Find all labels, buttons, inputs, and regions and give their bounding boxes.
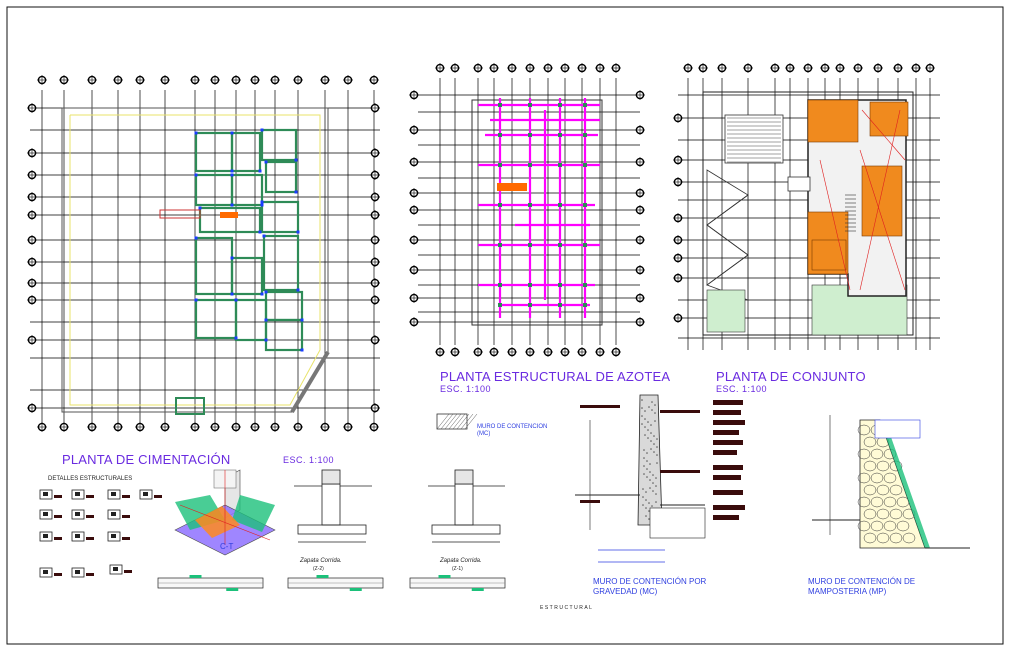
zapata-z1-code: (Z-1) xyxy=(452,566,463,572)
foundation-plan-scale: ESC. 1:100 xyxy=(283,455,335,465)
sheet-border xyxy=(6,6,1004,645)
zapata-z2-code: (Z-2) xyxy=(313,566,324,572)
site-plan-title: PLANTA DE CONJUNTO xyxy=(716,369,866,384)
foundation-plan-drawing xyxy=(27,75,380,432)
zapata-z1-section xyxy=(428,469,505,543)
sheet-footer-label: ESTRUCTURAL xyxy=(540,605,594,611)
roof-plan-scale: ESC. 1:100 xyxy=(440,384,492,394)
masonry-wall-title: MURO DE CONTENCIÓN DE MAMPOSTERIA (MP) xyxy=(808,577,916,596)
gravity-wall-notes xyxy=(580,400,745,520)
zapata-z1-name: Zapata Corrida. xyxy=(440,558,482,564)
details-header: DETALLES ESTRUCTURALES xyxy=(48,476,133,482)
zapata-z2-name: Zapata Corrida. xyxy=(300,558,342,564)
roof-structural-plan-drawing xyxy=(409,63,645,357)
masonry-wall-section xyxy=(812,415,970,549)
structural-details-thumbnails xyxy=(39,489,162,578)
gravity-wall-section xyxy=(575,394,706,563)
mc-legend-label: MURO DE CONTENCION (MC) xyxy=(477,424,548,437)
mc-legend-swatch xyxy=(436,413,478,430)
gravity-wall-title: MURO DE CONTENCIÓN POR GRAVEDAD (MC) xyxy=(593,577,707,596)
site-plan-drawing xyxy=(673,63,940,350)
roof-plan-title: PLANTA ESTRUCTURAL DE AZOTEA xyxy=(440,369,671,384)
foundation-plan-title: PLANTA DE CIMENTACIÓN xyxy=(62,452,231,467)
zapata-z2-section xyxy=(294,469,372,543)
isometric-ct-detail xyxy=(174,469,276,556)
site-plan-scale: ESC. 1:100 xyxy=(716,384,768,394)
ct-label: C-T xyxy=(220,542,234,551)
beam-detail-strips xyxy=(157,575,506,591)
